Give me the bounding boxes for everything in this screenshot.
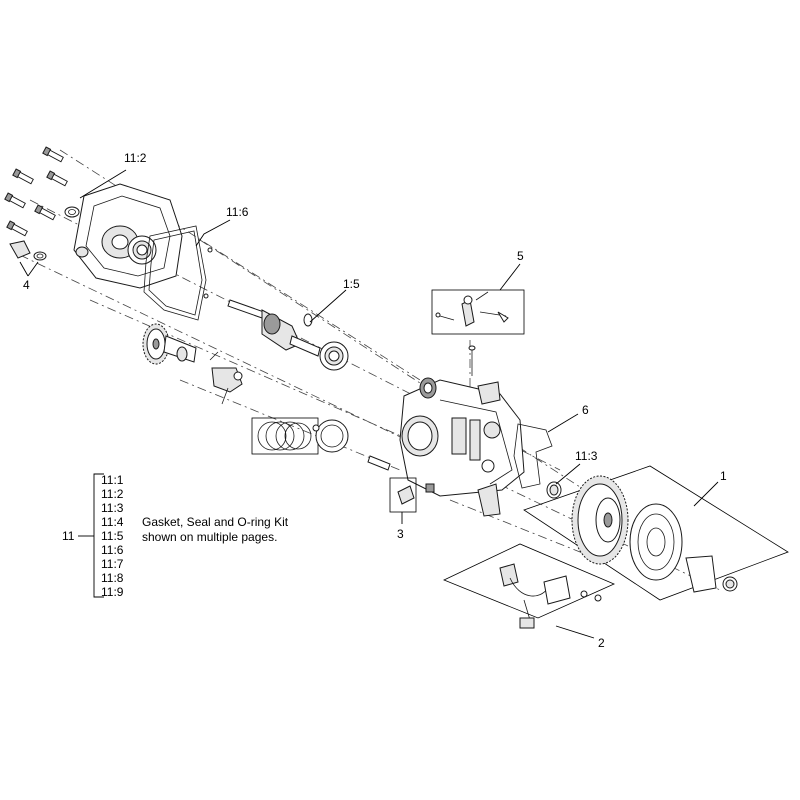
- block-gasket: [513, 423, 553, 489]
- kit-sub-item: 11:4: [101, 515, 124, 529]
- cover-gasket: [143, 225, 213, 321]
- kit-sub-item: 11:7: [101, 557, 124, 571]
- kit-legend: 11 11:1 11:2 11:3 11:4 11:5 11:6 11:7 11…: [62, 473, 289, 599]
- bolt: [42, 146, 64, 163]
- main-bearing: [319, 341, 349, 371]
- callout-2: 2: [598, 636, 605, 650]
- engine-bracket: [477, 483, 501, 517]
- kit-sub-item: 11:1: [101, 473, 124, 487]
- kit-sub-item: 11:3: [101, 501, 124, 515]
- bolt: [12, 168, 34, 185]
- crankcase-block: [399, 345, 525, 497]
- bolt: [46, 170, 68, 187]
- callout-11-3: 11:3: [575, 449, 598, 463]
- cover-bolts: [4, 146, 68, 237]
- oil-seal: [546, 481, 562, 499]
- bolt: [6, 220, 28, 237]
- leader-lines: [19, 169, 719, 639]
- callout-11-6: 11:6: [226, 205, 249, 219]
- callout-6: 6: [582, 403, 589, 417]
- kit-sub-item: 11:9: [101, 585, 124, 599]
- kit-sub-item: 11:2: [101, 487, 124, 501]
- kit-sub-item: 11:6: [101, 543, 124, 557]
- crankshaft: [227, 299, 321, 357]
- flywheel-group: [523, 465, 789, 601]
- camshaft-assembly: [142, 323, 197, 365]
- piston-set: [251, 417, 391, 471]
- callout-5: 5: [517, 249, 524, 263]
- callout-11-2: 11:2: [124, 151, 147, 165]
- callout-labels: 11:2 11:6 4 1:5 5 6 11:3 1 3 2: [23, 151, 727, 650]
- governor-linkage-box: [431, 289, 525, 335]
- kit-sub-item: 11:5: [101, 529, 124, 543]
- callout-1: 1: [720, 469, 727, 483]
- kit-item-number: 11: [62, 529, 75, 543]
- callout-3: 3: [397, 527, 404, 541]
- callout-4: 4: [23, 278, 30, 292]
- kit-sub-item: 11:8: [101, 571, 124, 585]
- kit-description-line1: Gasket, Seal and O-ring Kit: [142, 515, 289, 529]
- oil-fill-plug: [9, 240, 47, 261]
- crankcase-side-cover: [64, 183, 183, 289]
- kit-description-line2: shown on multiple pages.: [142, 530, 277, 544]
- drain-plug-set: [389, 477, 435, 513]
- callout-1-5: 1:5: [343, 277, 360, 291]
- governor-arm: [209, 351, 243, 405]
- bolt: [4, 192, 26, 209]
- ignition-group: [443, 543, 616, 629]
- bolt: [34, 204, 56, 221]
